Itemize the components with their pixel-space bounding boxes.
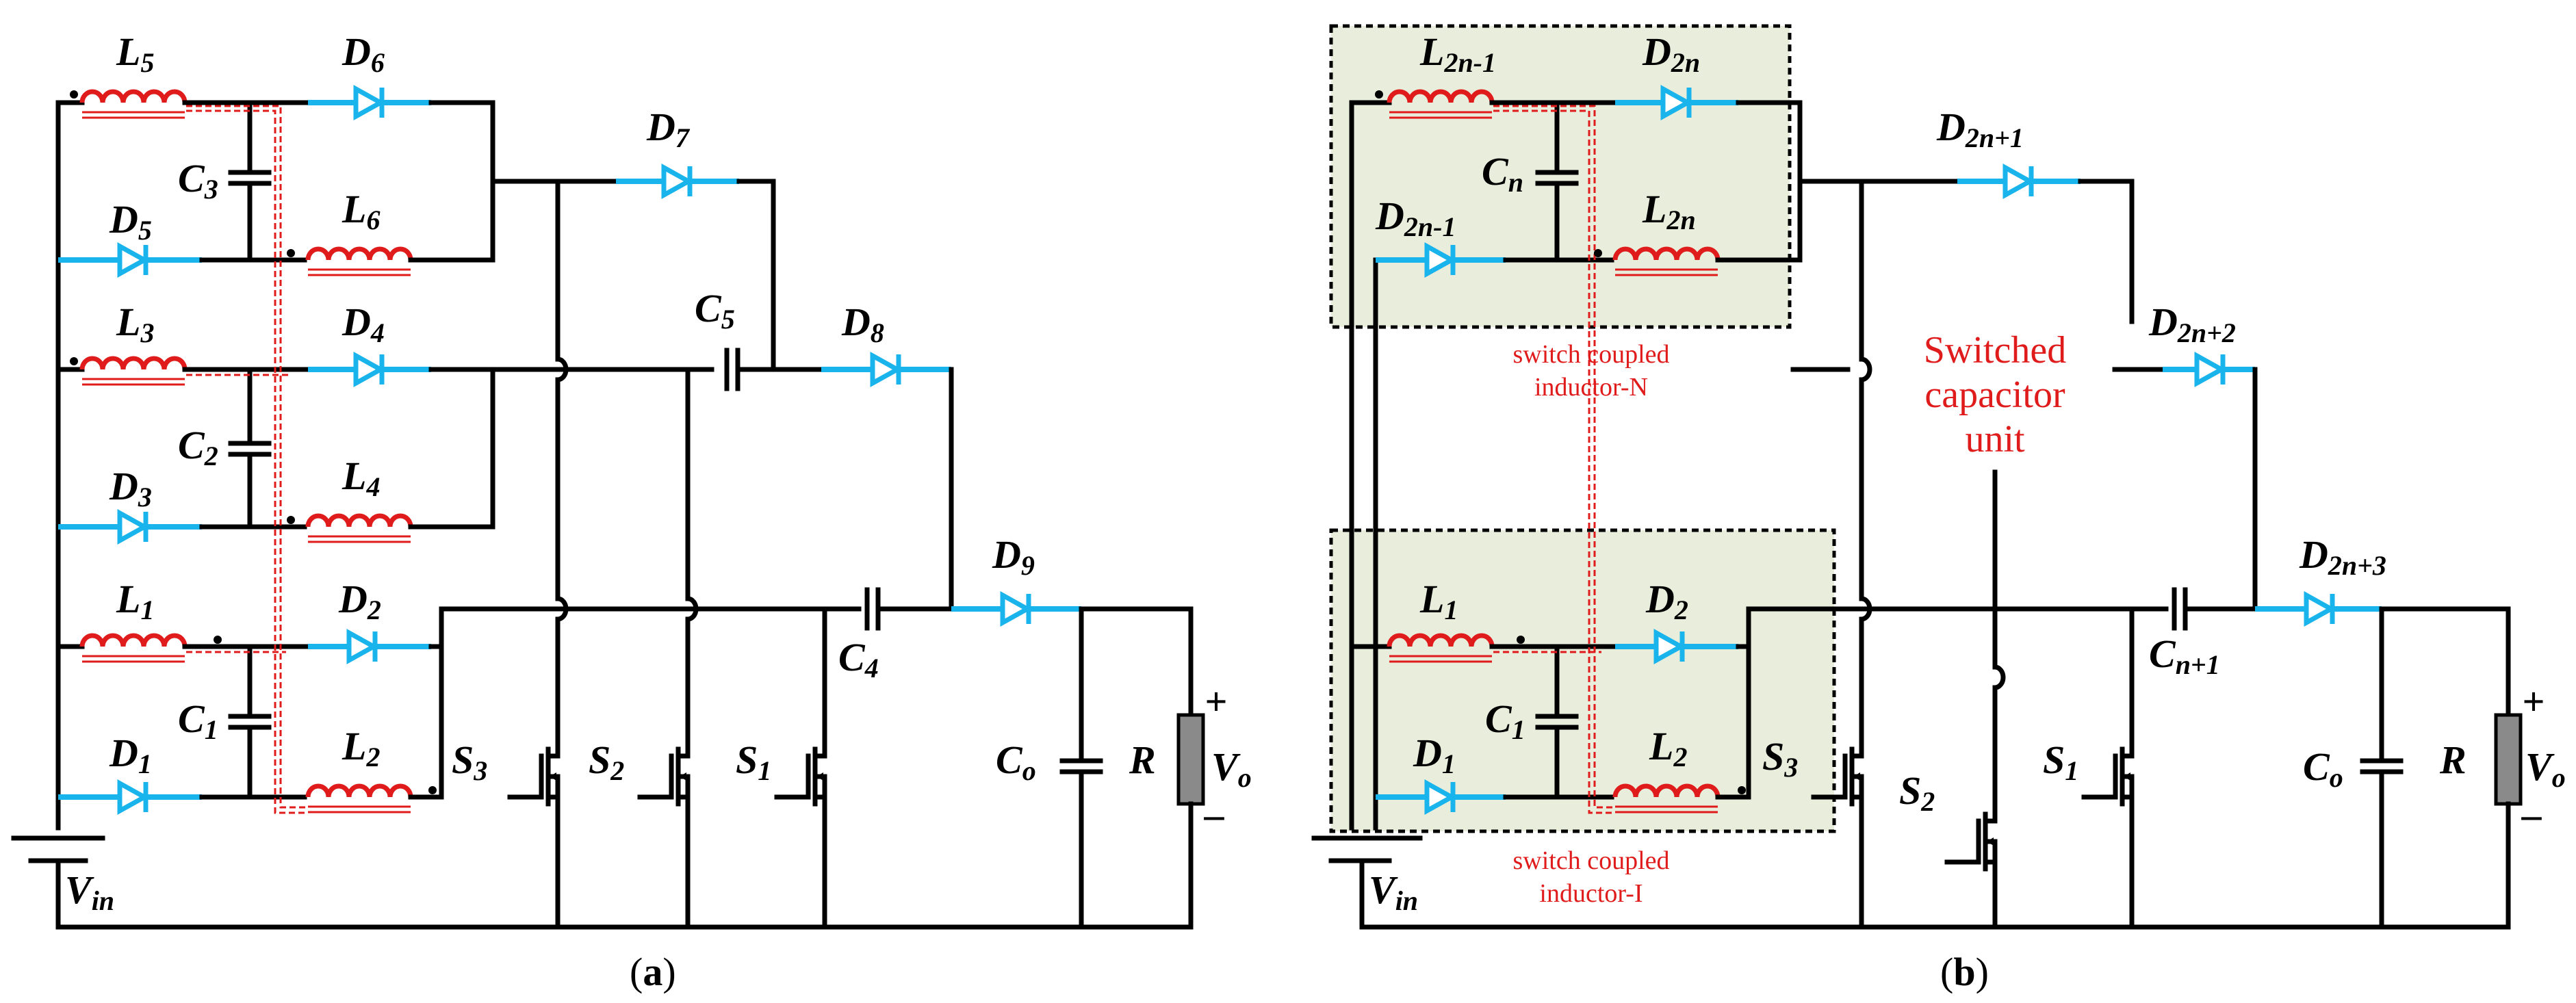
label-S3: S3 xyxy=(452,738,487,786)
label-L5: L5 xyxy=(116,29,154,78)
label-plus-b: + xyxy=(2522,679,2545,724)
label-L4: L4 xyxy=(342,454,380,502)
label-Vin-b: Vin xyxy=(1369,868,1418,916)
scu-line3: unit xyxy=(1965,418,2025,460)
scu-line2: capacitor xyxy=(1924,374,2065,416)
sci-i-line2: inductor-I xyxy=(1539,879,1643,908)
label-L6: L6 xyxy=(342,187,380,235)
label-C2: C2 xyxy=(178,423,218,471)
label-D8: D8 xyxy=(841,300,884,348)
label-L2n: L2n xyxy=(1642,187,1696,235)
label-D4: D4 xyxy=(342,300,385,348)
label-S2: S2 xyxy=(589,738,624,786)
label-Co-b: Co xyxy=(2303,744,2343,793)
label-C4: C4 xyxy=(838,635,879,683)
caption-a: (a) xyxy=(630,950,676,994)
label-Vin: Vin xyxy=(65,868,114,916)
label-D2n-1: D2n-1 xyxy=(1375,194,1456,242)
label-D2n+2: D2n+2 xyxy=(2148,300,2236,348)
label-D5: D5 xyxy=(109,197,152,246)
label-minus-b: – xyxy=(2521,792,2542,837)
label-D2: D2 xyxy=(338,577,381,625)
label-D1-b: D1 xyxy=(1413,731,1456,779)
panel-a: L5 D6 D7 C3 D5 L6 L3 D4 C5 D8 C2 D3 L4 L… xyxy=(11,29,1252,994)
label-R-b: R xyxy=(2439,738,2466,782)
label-D6: D6 xyxy=(342,29,385,78)
module-N xyxy=(1329,24,1792,329)
label-L3: L3 xyxy=(116,300,154,348)
label-Cn+1: Cn+1 xyxy=(2149,631,2220,680)
label-D1: D1 xyxy=(109,731,152,779)
label-Vo-b: Vo xyxy=(2525,744,2566,793)
label-minus: – xyxy=(1204,792,1224,837)
module-I xyxy=(1329,528,1836,833)
label-S3-b: S3 xyxy=(1762,734,1798,783)
label-L1: L1 xyxy=(116,577,154,625)
label-D2n+1: D2n+1 xyxy=(1936,105,2024,153)
sci-i-line1: switch coupled xyxy=(1512,846,1669,875)
label-R: R xyxy=(1129,738,1156,782)
sci-n-line2: inductor-N xyxy=(1534,373,1648,402)
label-L2-b: L2 xyxy=(1649,724,1687,772)
caption-b: (b) xyxy=(1940,950,1989,994)
label-S1: S1 xyxy=(736,738,771,786)
label-D2-b: D2 xyxy=(1645,577,1688,625)
label-D3: D3 xyxy=(109,464,152,512)
label-plus: + xyxy=(1205,679,1227,724)
label-S2-b: S2 xyxy=(1899,768,1935,817)
label-L2n-1: L2n-1 xyxy=(1419,29,1496,78)
label-D9: D9 xyxy=(992,532,1035,581)
label-L2: L2 xyxy=(342,724,380,772)
label-D2n+3: D2n+3 xyxy=(2299,532,2386,581)
label-C1: C1 xyxy=(178,696,218,745)
label-S1-b: S1 xyxy=(2043,738,2078,786)
label-Cn: Cn xyxy=(1482,149,1523,198)
label-D7: D7 xyxy=(646,105,691,153)
label-C3: C3 xyxy=(178,156,218,205)
panel-b: L2n-1 D2n D2n+1 Cn D2n-1 L2n D2n+2 Switc… xyxy=(1311,24,2566,994)
label-D2n: D2n xyxy=(1642,29,1700,78)
sci-n-line1: switch coupled xyxy=(1512,340,1669,369)
label-L1-b: L1 xyxy=(1419,577,1458,625)
scu-line1: Switched xyxy=(1924,329,2066,372)
label-C5: C5 xyxy=(695,286,735,335)
label-Co: Co xyxy=(996,738,1036,786)
label-Vo: Vo xyxy=(1211,744,1252,793)
label-C1-b: C1 xyxy=(1485,696,1525,745)
